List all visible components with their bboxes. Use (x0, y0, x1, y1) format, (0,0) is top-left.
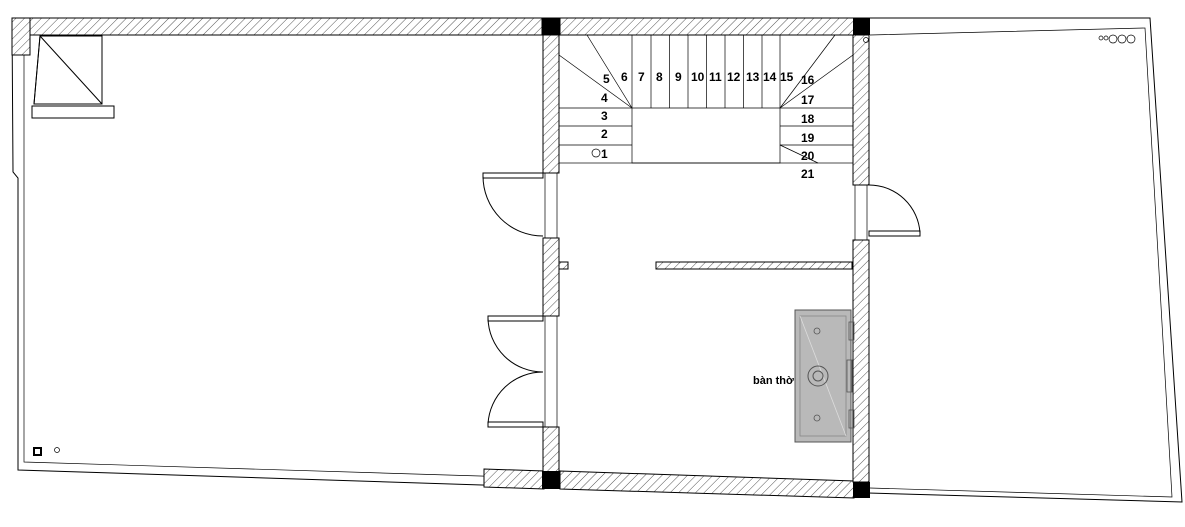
outer-outline (11, 17, 1183, 503)
door-left-double (487, 315, 558, 428)
bottom-wall (483, 468, 855, 499)
altar (794, 309, 855, 443)
partition-wall (655, 261, 853, 270)
stair-step-number: 15 (780, 70, 794, 84)
stair-step-number: 20 (801, 149, 815, 163)
stair-step-number: 14 (763, 70, 777, 84)
stair-step-number: 12 (727, 70, 741, 84)
wall-fixture (31, 35, 115, 119)
electrical-symbols (33, 34, 1136, 456)
columns (542, 18, 870, 498)
stair-treads (559, 35, 853, 146)
left-inner-wall (542, 34, 569, 473)
door-right (854, 184, 921, 241)
stair-step-number: 19 (801, 131, 815, 145)
stair-step-number: 18 (801, 112, 815, 126)
stair-step-number: 10 (691, 70, 705, 84)
door-left-top (482, 172, 558, 239)
stair-step-number: 9 (675, 70, 682, 84)
stair-step-number: 6 (621, 70, 628, 84)
stair-step-number: 13 (746, 70, 760, 84)
stair-step-number: 2 (601, 127, 608, 141)
stair-step-number: 8 (656, 70, 663, 84)
stair-step-number: 3 (601, 109, 608, 123)
top-wall (11, 17, 855, 56)
stair-step-number: 11 (709, 70, 722, 84)
stair-step-number: 5 (603, 72, 610, 86)
stair-step-number: 4 (601, 91, 608, 105)
stair-step-number: 17 (801, 93, 815, 107)
altar-label: bàn thờ (753, 375, 794, 387)
staircase (558, 34, 854, 164)
stair-step-number: 16 (801, 73, 815, 87)
stair-step-number: 1 (601, 147, 608, 161)
stair-step-number: 21 (801, 167, 815, 181)
stair-step-number: 7 (638, 70, 645, 84)
right-inner-wall (852, 34, 870, 483)
